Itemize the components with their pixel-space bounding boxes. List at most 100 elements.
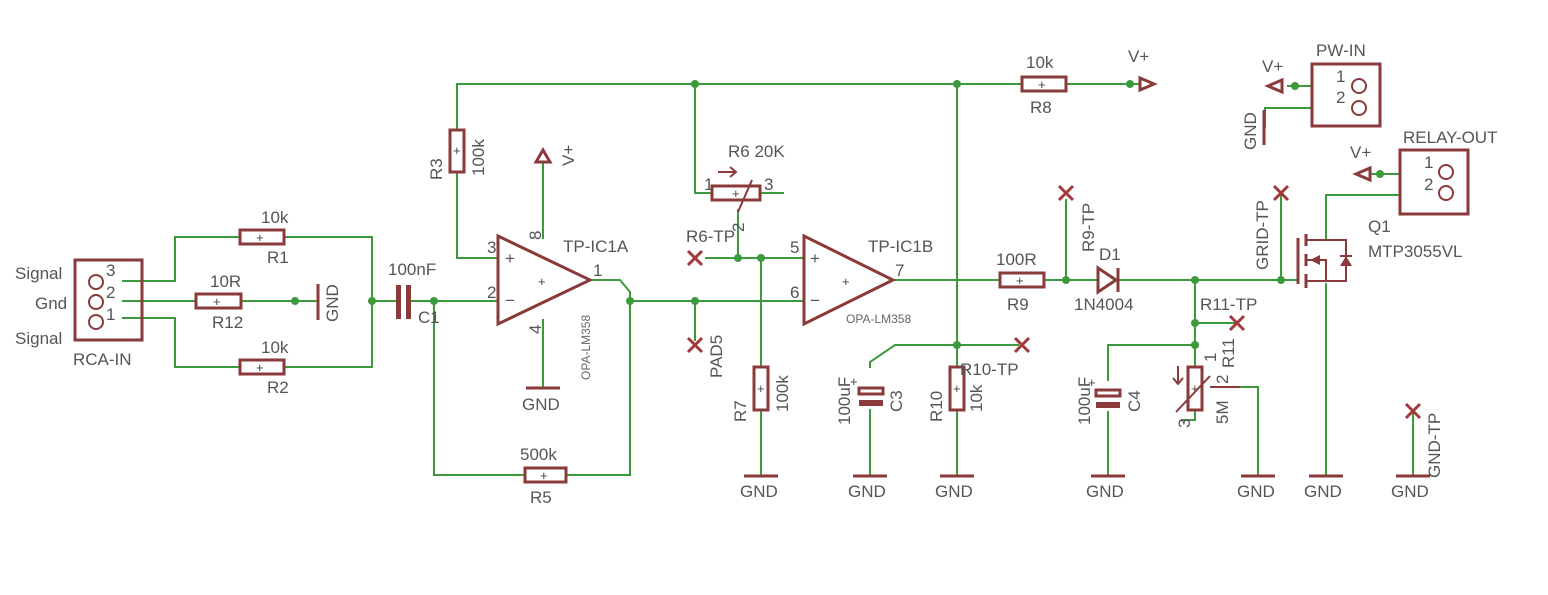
rca-in-connector[interactable]: 3 2 1 RCA-IN Signal Gnd Signal — [15, 258, 144, 369]
vplus-symbol-pw-in: V+ — [1262, 57, 1284, 95]
ic1b-pin7: 7 — [895, 261, 904, 280]
svg-text:−: − — [810, 291, 820, 310]
ic1b-part: OPA-LM358 — [846, 312, 911, 326]
rca-signal-bottom-label: Signal — [15, 329, 62, 348]
r11-pin2: 2 — [1213, 375, 1232, 384]
c1-name: C1 — [418, 308, 440, 327]
r1-value: 10k — [261, 208, 289, 227]
d1-value: 1N4004 — [1074, 295, 1134, 314]
relay-out-pin2: 2 — [1424, 175, 1433, 194]
q1-name: Q1 — [1368, 217, 1391, 236]
svg-text:+: + — [850, 374, 858, 389]
gnd-symbol-gnd-tp: GND — [1391, 474, 1430, 501]
pw-in-pin2: 2 — [1336, 88, 1345, 107]
resistor-r7[interactable]: + R7 100k — [731, 365, 792, 422]
rca-pin2-label: 2 — [106, 283, 115, 302]
svg-text:+: + — [256, 360, 264, 375]
resistor-r9[interactable]: + 100R R9 — [996, 250, 1046, 314]
svg-text:+: + — [213, 294, 221, 309]
opamp-ic1a[interactable]: + − + 3 2 1 8 4 TP-IC1A OPA-LM358 — [487, 231, 629, 380]
resistor-r2[interactable]: + 10k R2 — [238, 338, 289, 397]
svg-text:+: + — [732, 186, 740, 201]
svg-text:+: + — [453, 143, 461, 158]
potentiometer-r11[interactable]: + 1 2 3 R11 5M — [1172, 338, 1240, 428]
q1-value: MTP3055VL — [1368, 242, 1463, 261]
ic1a-pin1: 1 — [593, 261, 602, 280]
testpoint-r9[interactable]: R9-TP — [1057, 184, 1098, 252]
r7-name: R7 — [731, 400, 750, 422]
pw-in-gnd-label: GND — [1241, 112, 1260, 150]
c4-value: 100uF — [1075, 377, 1094, 425]
capacitor-c1[interactable]: 100nF C1 — [388, 260, 440, 327]
resistor-r10[interactable]: + R10 10k — [927, 365, 986, 422]
relay-out-connector[interactable]: 1 2 RELAY-OUT — [1398, 128, 1497, 216]
gnd-r12-label: GND — [323, 284, 342, 322]
svg-text:+: + — [1038, 77, 1046, 92]
ic1b-pin5: 5 — [790, 238, 799, 257]
diode-d1[interactable]: D1 1N4004 — [1074, 245, 1134, 314]
testpoint-grid[interactable]: GRID-TP — [1253, 184, 1290, 270]
gnd-symbol-r7: GND — [740, 474, 778, 501]
r11-value: 5M — [1213, 400, 1232, 424]
r11-pin1: 1 — [1201, 353, 1220, 362]
ic1a-pin4: 4 — [526, 325, 545, 334]
gnd-symbol-ic1a: GND — [522, 386, 560, 414]
r10-gnd-label: GND — [935, 482, 973, 501]
pw-in-connector[interactable]: 1 2 PW-IN — [1310, 41, 1382, 128]
testpoint-r6[interactable]: R6-TP — [686, 227, 735, 267]
opamp-ic1b[interactable]: + − + 5 6 7 TP-IC1B OPA-LM358 — [790, 233, 933, 327]
wires — [122, 83, 1414, 476]
rca-pin1-label: 1 — [106, 305, 115, 324]
relay-out-label: RELAY-OUT — [1403, 128, 1497, 147]
r7-gnd-label: GND — [740, 482, 778, 501]
ic1b-pin6: 6 — [790, 283, 799, 302]
capacitor-c4[interactable]: + 100uF C4 — [1075, 375, 1144, 425]
r11-name: R11 — [1219, 338, 1238, 368]
resistor-r1[interactable]: + 10k R1 — [238, 208, 289, 267]
c3-value: 100uF — [835, 377, 854, 425]
r1-name: R1 — [267, 248, 289, 267]
svg-text:+: + — [757, 381, 765, 396]
ic1a-part: OPA-LM358 — [579, 315, 593, 380]
potentiometer-r6[interactable]: + R6 20K 1 3 2 — [704, 142, 785, 232]
r9-value: 100R — [996, 250, 1037, 269]
svg-text:+: + — [953, 381, 961, 396]
svg-text:−: − — [505, 291, 515, 310]
c4-gnd-label: GND — [1086, 482, 1124, 501]
resistor-r12[interactable]: + 10R R12 — [194, 272, 243, 332]
grid-tp-label: GRID-TP — [1253, 200, 1272, 270]
r5-value: 500k — [520, 445, 557, 464]
ic1a-pin8: 8 — [526, 231, 545, 240]
pad5-label: PAD5 — [707, 335, 726, 378]
testpoint-r11[interactable]: R11-TP — [1200, 295, 1257, 332]
resistor-r3[interactable]: + R3 100k — [427, 128, 488, 180]
vplus-symbol-r8: V+ — [1128, 47, 1158, 93]
c3-name: C3 — [887, 390, 906, 412]
r8-vplus-label: V+ — [1128, 47, 1149, 66]
rca-gnd-label: Gnd — [35, 294, 67, 313]
ic1a-pin2: 2 — [487, 283, 496, 302]
testpoint-pad5[interactable]: PAD5 — [686, 335, 726, 378]
gnd-symbol-c3: GND — [848, 474, 887, 501]
ic1a-pin3: 3 — [487, 238, 496, 257]
gnd-symbol-q1: GND — [1304, 474, 1343, 501]
r9-tp-label: R9-TP — [1079, 203, 1098, 252]
testpoint-gnd[interactable]: GND-TP — [1404, 402, 1444, 478]
svg-text:+: + — [540, 468, 548, 483]
mosfet-q1[interactable]: Q1 MTP3055VL — [1296, 217, 1463, 288]
resistor-r8[interactable]: + 10k R8 — [1020, 53, 1068, 117]
pw-in-vplus-label: V+ — [1262, 57, 1283, 76]
ic1b-name: TP-IC1B — [868, 237, 933, 256]
capacitor-c3[interactable]: + 100uF C3 — [835, 374, 906, 425]
r3-value: 100k — [469, 139, 488, 176]
r8-value: 10k — [1026, 53, 1054, 72]
r11-tp-label: R11-TP — [1200, 295, 1257, 314]
r8-name: R8 — [1030, 98, 1052, 117]
gnd-symbol-r10: GND — [935, 474, 974, 501]
testpoint-r10[interactable]: R10-TP — [960, 336, 1031, 379]
r12-value: 10R — [210, 272, 241, 291]
c3-gnd-label: GND — [848, 482, 886, 501]
resistor-r5[interactable]: + 500k R5 — [520, 445, 568, 507]
